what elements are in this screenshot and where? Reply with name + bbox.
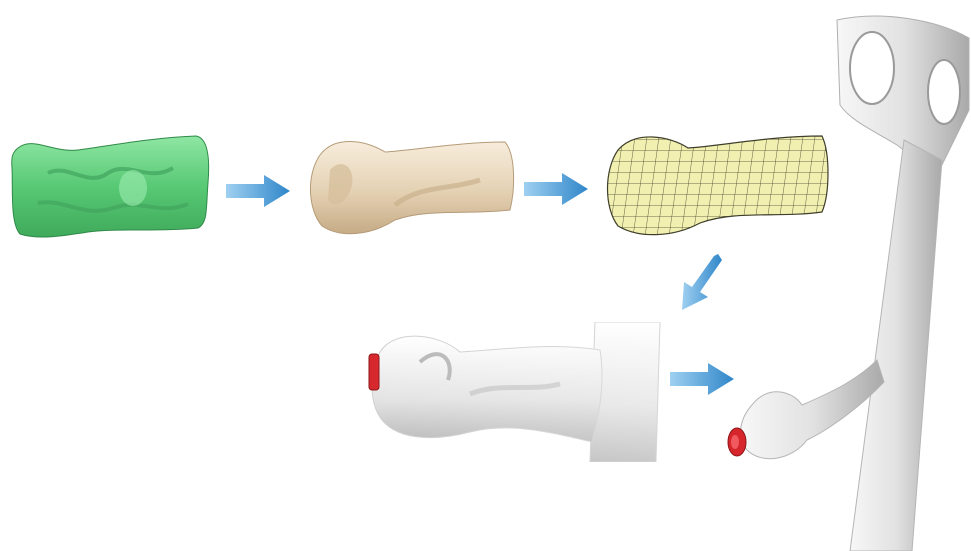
arrow-right-icon [524,171,590,207]
white-handle-closeup-icon [360,322,670,462]
arrow-down-left-icon [678,252,724,312]
green-grip-scan-icon [8,128,213,243]
white-crutch-assembly-icon [722,10,971,551]
arrow-right-icon [226,173,292,209]
beige-grip-surface-icon [300,130,520,242]
